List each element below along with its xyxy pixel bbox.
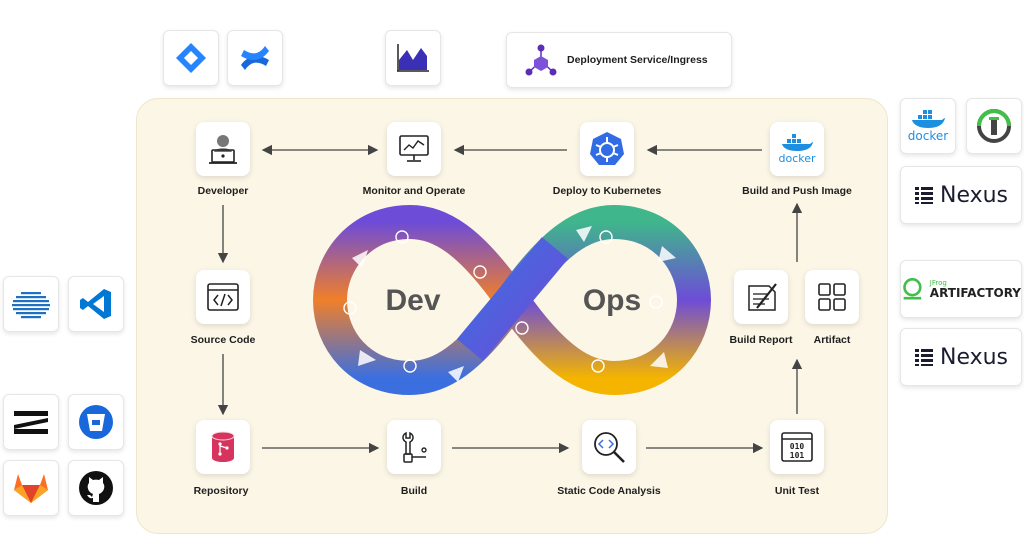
confluence-tile xyxy=(227,30,283,86)
artifactory-label: ARTIFACTORY xyxy=(929,285,1021,300)
bitbucket-icon xyxy=(79,405,113,439)
deploy-node xyxy=(580,122,634,176)
build-push-node: docker xyxy=(770,122,824,176)
loop-badge-tools-icon xyxy=(343,301,357,315)
docker-whale-icon xyxy=(912,110,945,128)
build-report-icon xyxy=(748,283,777,311)
loop-left-lobe xyxy=(312,204,533,396)
unit-test-node: 010 101 xyxy=(770,420,824,474)
unit-test-bits-top: 010 xyxy=(790,442,805,451)
ibm-globe-icon xyxy=(12,292,50,319)
artifact-label: Artifact xyxy=(813,334,851,346)
lighthouse-icon xyxy=(977,109,1011,143)
deploy-label: Deploy to Kubernetes xyxy=(552,185,662,197)
binary-window-icon: 010 101 xyxy=(781,432,813,462)
loop-chevron-5 xyxy=(658,246,676,262)
monitor-label: Monitor and Operate xyxy=(362,185,466,197)
jira-tile xyxy=(163,30,219,86)
loop-ops-text: Ops xyxy=(583,284,641,317)
gitlab-icon xyxy=(14,474,48,503)
static-analysis-node xyxy=(582,420,636,474)
loop-badge-code-icon xyxy=(395,230,409,244)
deployment-tile xyxy=(506,32,732,88)
code-window-icon xyxy=(207,283,239,311)
github-icon xyxy=(79,471,113,505)
build-push-label: Build and Push Image xyxy=(742,185,852,197)
unit-test-label: Unit Test xyxy=(774,485,820,497)
loop-chevron-1 xyxy=(352,250,368,268)
unit-test-bits-bottom: 101 xyxy=(790,451,805,460)
nexus-tile-2: Nexus xyxy=(900,328,1022,386)
loop-badge-rocket-icon xyxy=(599,230,613,244)
monitor-chart-icon xyxy=(399,135,429,162)
docker-whale-icon xyxy=(782,133,813,151)
loop-crossing-band xyxy=(456,237,569,361)
repository-database-icon xyxy=(211,431,235,462)
monitor-node xyxy=(387,122,441,176)
docker-tile: docker xyxy=(900,98,956,154)
docker-label: docker xyxy=(907,129,949,143)
jfrog-artifactory-tile: JFrog ARTIFACTORY xyxy=(900,260,1022,318)
loop-badge-doc-icon xyxy=(403,359,417,373)
confluence-icon xyxy=(241,46,269,70)
loop-badge-test-icon xyxy=(473,265,487,279)
build-label: Build xyxy=(400,485,428,497)
gitlab-tile xyxy=(3,460,59,516)
nexus-logo-icon xyxy=(914,349,933,366)
source-code-node xyxy=(196,270,250,324)
loop-chevron-3 xyxy=(448,366,464,382)
loop-badge-feedback-icon xyxy=(591,359,605,373)
area-chart-icon xyxy=(397,44,429,72)
monitoring-chart-tile xyxy=(385,30,441,86)
zeet-tile xyxy=(3,394,59,450)
kubernetes-icon xyxy=(590,132,624,165)
repository-node xyxy=(196,420,250,474)
sonar-lighthouse-tile xyxy=(966,98,1022,154)
build-report-node xyxy=(734,270,788,324)
loop-chevron-4 xyxy=(576,226,592,242)
build-wrench-icon xyxy=(402,431,427,463)
loop-badge-gear-icon xyxy=(515,321,529,335)
repository-label: Repository xyxy=(193,485,249,497)
zeet-icon xyxy=(14,411,48,434)
artifactory-logo-icon xyxy=(903,278,922,300)
loop-chevron-6 xyxy=(650,352,668,368)
nexus-tile-1: Nexus xyxy=(900,166,1022,224)
developer-node xyxy=(196,122,250,176)
magnifier-code-icon xyxy=(594,432,625,463)
nexus-logo-icon xyxy=(914,187,933,204)
loop-badge-monitor-icon xyxy=(649,295,663,309)
developer-laptop-icon xyxy=(209,135,237,164)
loop-chevron-2 xyxy=(358,350,376,366)
ingress-network-icon xyxy=(525,44,557,76)
nexus-label-1: Nexus xyxy=(939,182,1009,208)
nexus-label-2: Nexus xyxy=(939,344,1009,370)
source-code-label: Source Code xyxy=(190,334,256,346)
artifact-grid-icon xyxy=(818,283,846,311)
vscode-icon xyxy=(80,289,111,319)
build-node xyxy=(387,420,441,474)
loop-dev-text: Dev xyxy=(385,284,440,317)
bitbucket-tile xyxy=(68,394,124,450)
docker-small-label: docker xyxy=(778,151,816,165)
ibm-tile xyxy=(3,276,59,332)
artifact-node xyxy=(805,270,859,324)
github-tile xyxy=(68,460,124,516)
jfrog-small-label: JFrog xyxy=(929,278,947,287)
build-report-label: Build Report xyxy=(729,334,793,346)
jira-icon xyxy=(176,43,206,73)
vscode-tile xyxy=(68,276,124,332)
deployment-label: Deployment Service/Ingress xyxy=(567,54,708,66)
developer-label: Developer xyxy=(197,185,249,197)
static-analysis-label: Static Code Analysis xyxy=(557,485,661,497)
